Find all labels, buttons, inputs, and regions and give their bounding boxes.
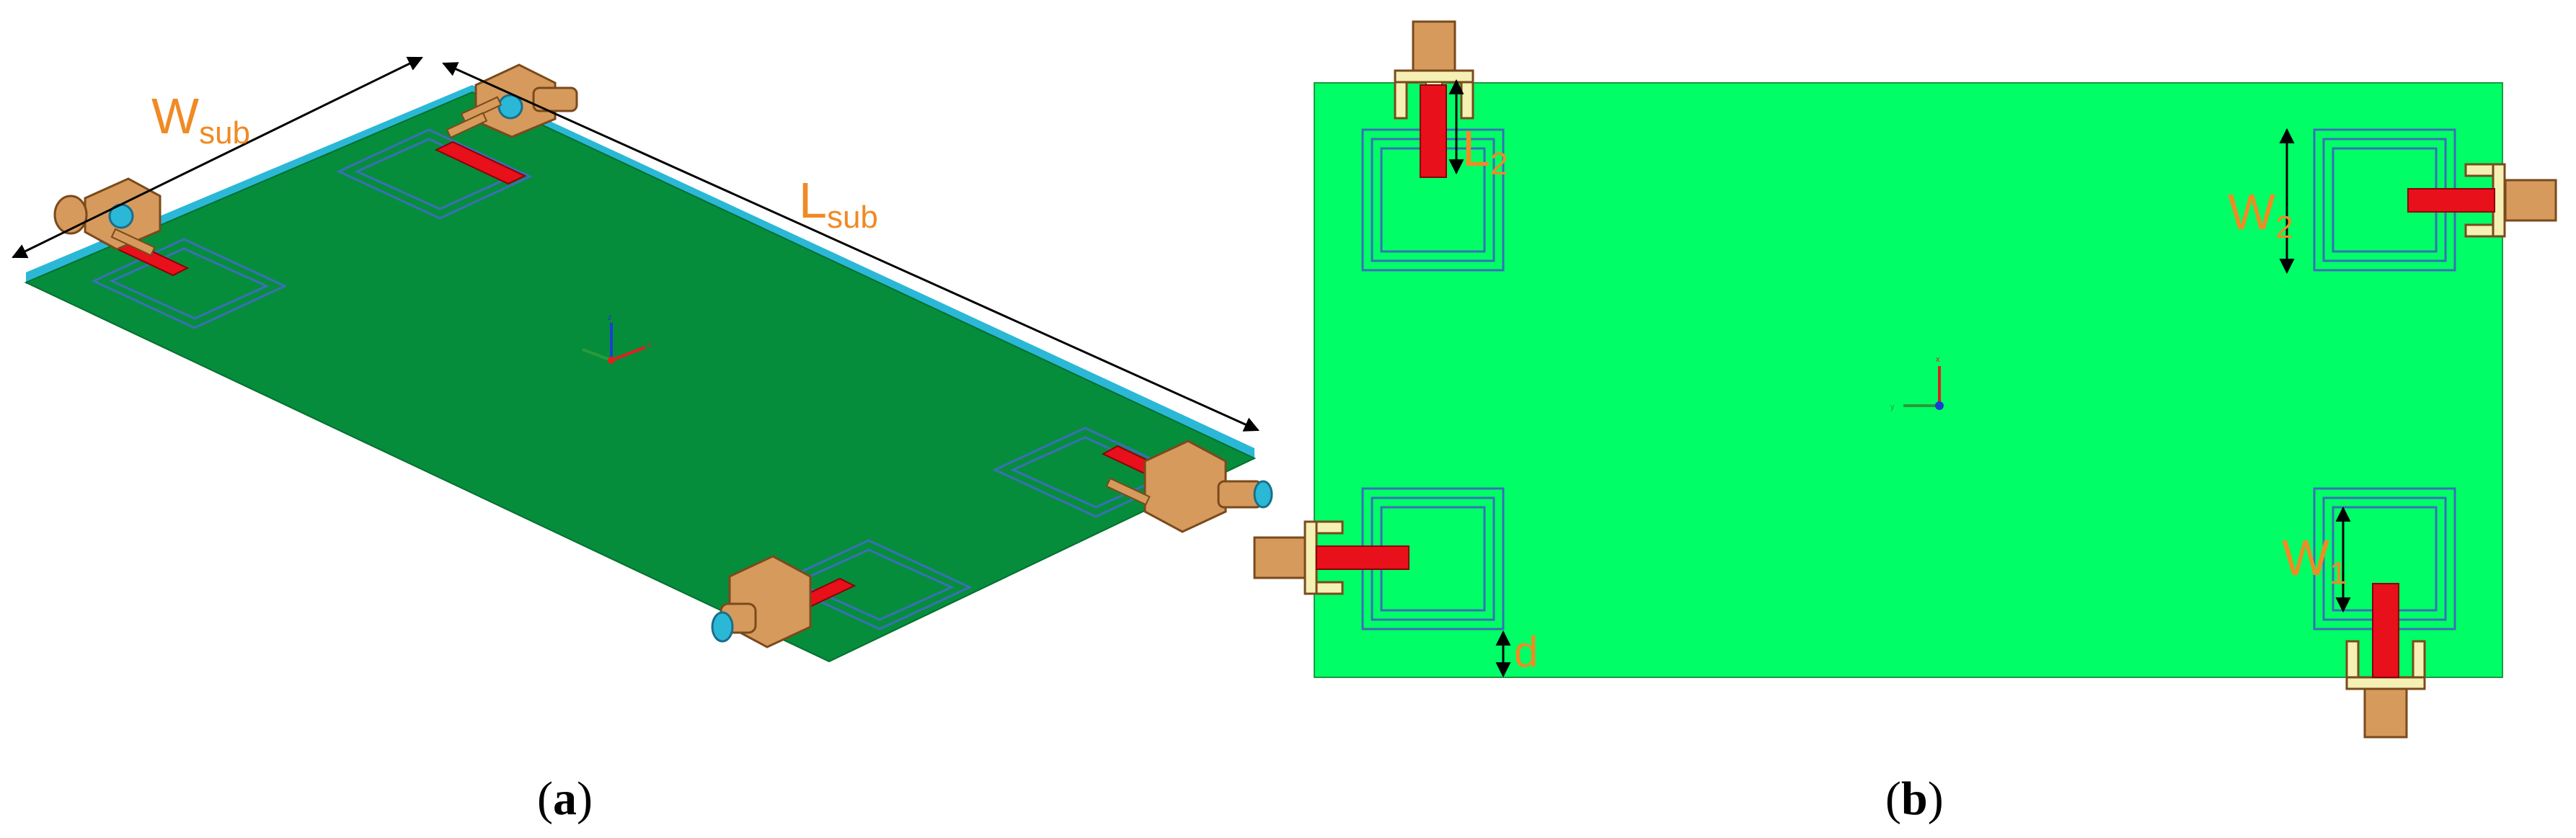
lsub-label: Lsub <box>799 172 878 235</box>
l2-label: L2 <box>1462 120 1508 182</box>
axis-label-x-3d: x <box>647 341 652 349</box>
lsub-dimension-arrow <box>442 62 1260 432</box>
panel-label-b: (b) <box>1885 772 1944 825</box>
substrate-top-2d <box>1314 82 2503 678</box>
axis-label-z-3d: z <box>608 313 612 322</box>
d-label: d <box>1514 628 1538 676</box>
panel-b-top-view: x y L2 W2 W1 d (b) <box>1253 20 2557 825</box>
connector-3d-right <box>1105 440 1273 533</box>
feed-line-2d-top <box>1420 84 1447 178</box>
connector-2d-bottom <box>2345 640 2426 739</box>
panel-a-3d-view: z x Wsub Lsub (a) <box>12 56 1273 825</box>
w1-label: W1 <box>2282 530 2347 591</box>
panel-label-a: (a) <box>537 772 593 825</box>
substrate-top-3d <box>24 91 1257 663</box>
wsub-label: Wsub <box>151 88 250 151</box>
slot-ring-3d-bottom <box>776 539 973 630</box>
connector-2d-left <box>1253 520 1344 595</box>
connector-3d-bottom <box>711 555 812 648</box>
feed-line-2d-right <box>2407 188 2495 213</box>
feed-line-2d-bottom <box>2372 583 2399 678</box>
axis-label-x-2d: x <box>1936 355 1940 364</box>
axis-label-y-2d: y <box>1890 403 1895 411</box>
wsub-dimension-arrow <box>12 56 423 259</box>
w2-label: W2 <box>2228 184 2293 245</box>
connector-3d-left <box>53 177 161 257</box>
feed-line-2d-left <box>1316 545 1409 570</box>
axis-triad-2d: x y <box>1890 355 1944 411</box>
